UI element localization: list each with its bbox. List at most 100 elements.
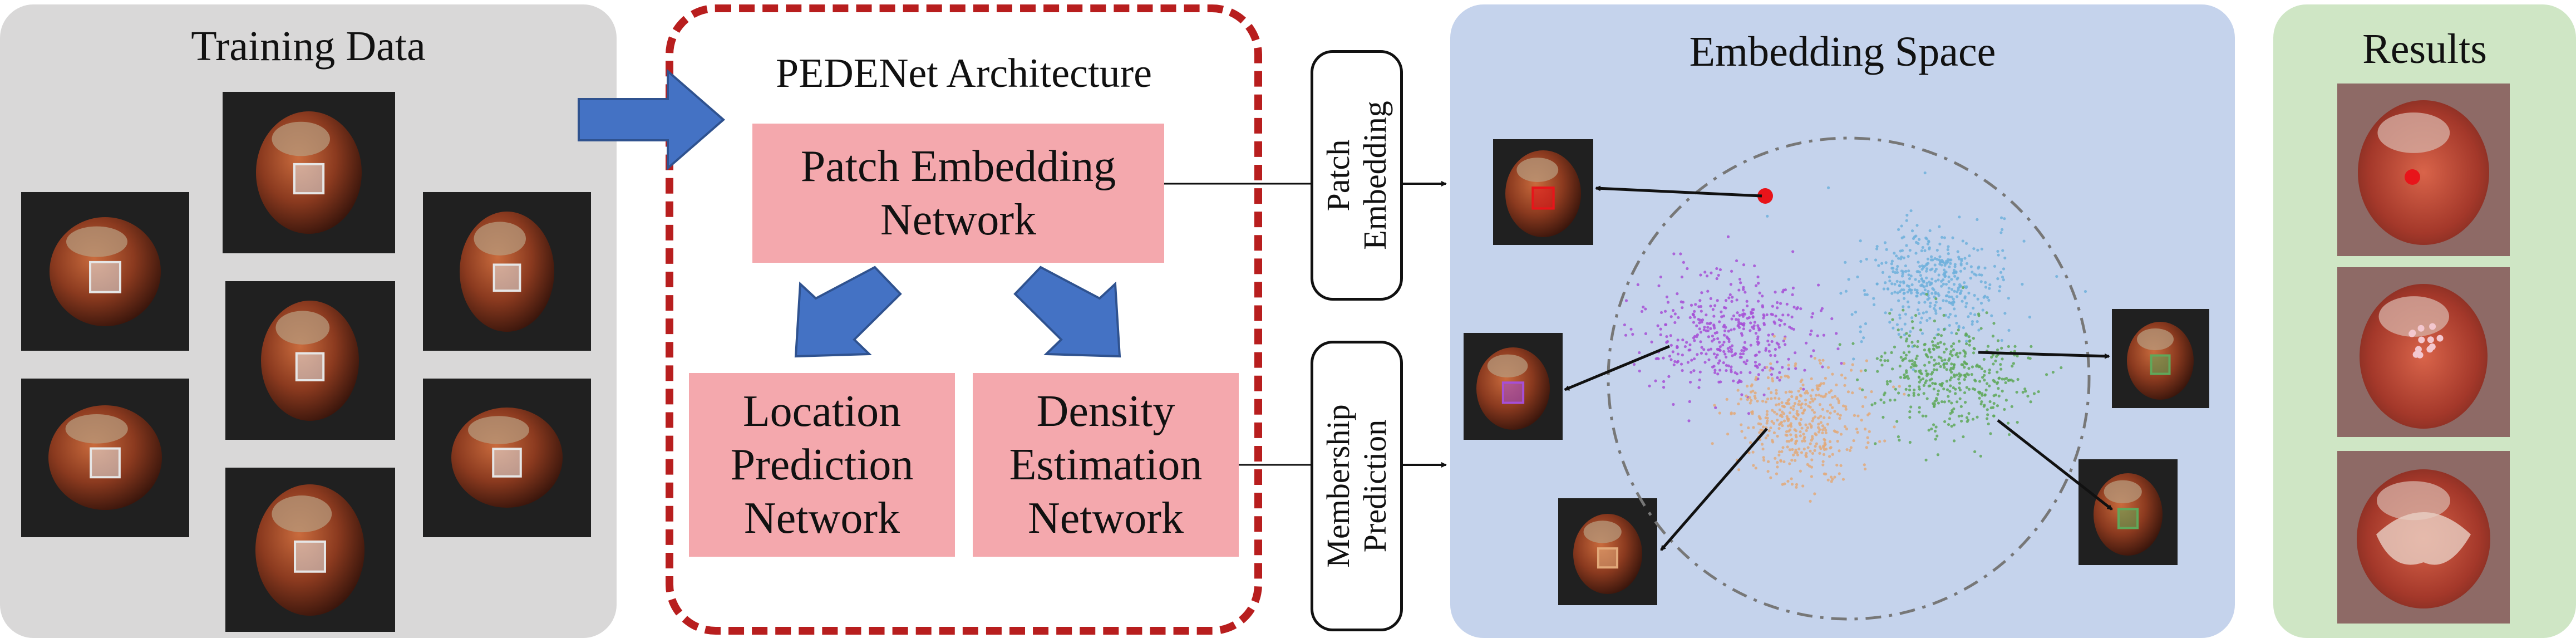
embedding-point bbox=[1795, 485, 1798, 489]
embedding-point bbox=[1908, 334, 1911, 337]
embedding-point bbox=[1930, 371, 1934, 374]
embedding-point bbox=[2084, 289, 2087, 293]
embedding-point bbox=[1983, 404, 1986, 407]
embedding-point bbox=[1949, 376, 1953, 380]
embedding-point bbox=[1767, 429, 1771, 433]
embedding-point bbox=[2021, 282, 2024, 286]
embedding-point bbox=[1813, 449, 1816, 452]
embedding-point bbox=[1690, 303, 1693, 307]
embedding-point bbox=[1784, 433, 1787, 436]
embedding-point bbox=[1786, 401, 1789, 405]
embedding-point bbox=[1774, 291, 1777, 294]
anomaly-spot-print bbox=[2426, 346, 2434, 353]
embedding-point bbox=[1922, 392, 1925, 395]
embedding-point bbox=[1930, 340, 1934, 343]
embedding-point bbox=[1917, 270, 1920, 273]
embedding-point bbox=[1824, 429, 1828, 432]
embedding-point bbox=[1983, 393, 1987, 396]
anomaly-spot-print bbox=[2415, 346, 2422, 353]
embedding-point bbox=[1947, 395, 1950, 398]
embedding-point bbox=[1761, 399, 1765, 403]
embedding-point bbox=[1879, 359, 1883, 362]
embedding-point bbox=[1967, 335, 1971, 338]
embedding-point bbox=[1778, 408, 1782, 411]
embedding-point bbox=[1688, 316, 1692, 320]
embedding-point bbox=[1881, 271, 1885, 274]
embedding-point bbox=[1908, 359, 1912, 362]
embedding-point bbox=[1969, 265, 1973, 268]
embedding-point bbox=[1707, 349, 1710, 352]
embedding-point bbox=[1778, 379, 1781, 382]
embedding-point bbox=[1636, 283, 1639, 287]
embedding-point bbox=[1785, 430, 1789, 433]
embedding-point bbox=[1937, 328, 1940, 331]
embedding-point bbox=[1955, 374, 1958, 377]
embedding-point bbox=[1919, 284, 1923, 287]
embedding-point bbox=[2023, 387, 2027, 391]
embedding-point bbox=[1776, 465, 1779, 469]
embedding-point bbox=[1781, 446, 1785, 449]
embedding-point bbox=[1865, 257, 1868, 261]
embedding-point bbox=[1943, 350, 1946, 354]
embedding-point bbox=[1918, 264, 1922, 268]
embedding-point bbox=[1938, 382, 1942, 386]
embedding-point bbox=[1834, 430, 1838, 434]
embedding-point bbox=[2000, 346, 2003, 350]
embedding-point bbox=[1933, 263, 1937, 267]
embedding-point bbox=[1977, 312, 1981, 316]
embedding-point bbox=[1933, 303, 1937, 307]
embedding-point bbox=[1848, 449, 1852, 452]
embedding-point bbox=[1749, 321, 1752, 325]
embedding-point bbox=[1938, 262, 1942, 266]
embedding-point bbox=[1712, 315, 1716, 318]
embedding-point bbox=[1845, 448, 1849, 451]
embedding-point bbox=[1712, 352, 1716, 356]
embedding-point bbox=[1884, 261, 1888, 264]
embedding-point bbox=[1933, 359, 1936, 362]
embedding-point bbox=[1740, 430, 1743, 433]
embedding-point bbox=[1725, 364, 1728, 367]
embedding-point bbox=[1861, 405, 1865, 408]
embedding-point bbox=[1956, 400, 1959, 404]
embedding-point bbox=[1717, 361, 1720, 365]
embedding-point bbox=[1965, 262, 1969, 266]
embedding-point bbox=[1833, 475, 1836, 479]
embedding-point bbox=[1883, 359, 1887, 362]
density-estimation-line-2: Estimation bbox=[1009, 440, 1203, 489]
embedding-point bbox=[1688, 348, 1692, 352]
embedding-point bbox=[1722, 340, 1726, 344]
embedding-point bbox=[1952, 363, 1956, 366]
embedding-point bbox=[1693, 310, 1696, 313]
embedding-point bbox=[1899, 356, 1903, 359]
embedding-point bbox=[1954, 314, 1957, 318]
embedding-point bbox=[1936, 392, 1939, 396]
embedding-point bbox=[1883, 351, 1887, 355]
embedding-point bbox=[1902, 288, 1905, 292]
embedding-point bbox=[1898, 316, 1902, 320]
embedding-point bbox=[1727, 340, 1731, 343]
embedding-point bbox=[1937, 362, 1940, 365]
embedding-point bbox=[1710, 271, 1713, 274]
embedding-point bbox=[1907, 284, 1911, 288]
embedding-point bbox=[1788, 390, 1791, 394]
embedding-point bbox=[2030, 345, 2033, 348]
embedding-point bbox=[1686, 361, 1690, 364]
embedding-point bbox=[1723, 352, 1727, 356]
embedding-point bbox=[1912, 364, 1915, 367]
embedding-point bbox=[1799, 418, 1802, 421]
embedding-point bbox=[1934, 267, 1938, 271]
embedding-point bbox=[1797, 447, 1801, 451]
embedding-point bbox=[1917, 261, 1920, 264]
embedding-point bbox=[2001, 357, 2004, 361]
embedding-point bbox=[1972, 351, 1976, 355]
embedding-point bbox=[1809, 499, 1812, 503]
embedding-point bbox=[1992, 322, 1996, 325]
embedding-point bbox=[1978, 273, 1981, 277]
embedding-point bbox=[1794, 351, 1797, 355]
embedding-point bbox=[1741, 352, 1745, 356]
embedding-point bbox=[1930, 292, 1934, 295]
embedding-point bbox=[1813, 356, 1816, 360]
embedding-point bbox=[1814, 415, 1817, 419]
embedding-point bbox=[1968, 339, 1972, 342]
embedding-point bbox=[1747, 451, 1751, 454]
